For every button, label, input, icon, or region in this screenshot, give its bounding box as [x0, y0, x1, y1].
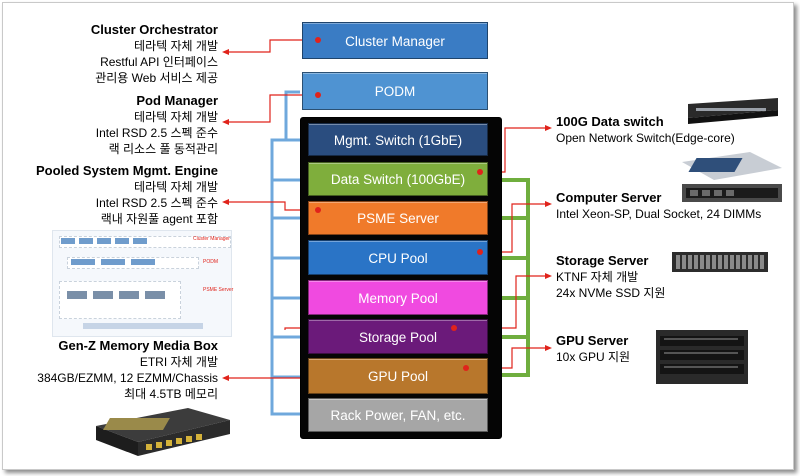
- note-psme: Pooled System Mgmt. Engine 테라텍 자체 개발 Int…: [36, 163, 218, 227]
- thumb-box: [119, 291, 139, 299]
- note-title: GPU Server: [556, 333, 629, 348]
- cluster-manager-block: Cluster Manager: [302, 22, 488, 59]
- diagram-frame: [2, 2, 794, 470]
- thumb-box: [79, 238, 93, 244]
- note-line: 24x NVMe SSD 지원: [556, 286, 666, 300]
- thumb-box: [131, 259, 155, 265]
- cluster-manager-label: Cluster Manager: [345, 34, 445, 49]
- gpu-pool-block: GPU Pool: [308, 358, 488, 394]
- thumb-box: [101, 259, 125, 265]
- note-title: Pod Manager: [136, 93, 218, 108]
- note-storage-server: Storage Server KTNF 자체 개발 24x NVMe SSD 지…: [556, 253, 665, 301]
- note-title: Computer Server: [556, 190, 662, 205]
- psme-server-block: PSME Server: [308, 201, 488, 235]
- note-line: 관리용 Web 서비스 제공: [95, 71, 218, 85]
- note-title: Cluster Orchestrator: [90, 22, 218, 37]
- thumb-label: Cluster Manager: [193, 236, 230, 242]
- mgmt-switch-label: Mgmt. Switch (1GbE): [333, 133, 463, 148]
- note-line: Open Network Switch(Edge-core): [556, 131, 735, 145]
- data-switch-block: Data Switch (100GbE): [308, 162, 488, 196]
- note-line: 테라텍 자체 개발: [134, 180, 218, 194]
- note-title: Pooled System Mgmt. Engine: [35, 163, 218, 178]
- pointer-dot-cpu: [477, 249, 483, 255]
- pointer-dot-data-switch: [477, 169, 483, 175]
- note-line: 테라텍 자체 개발: [134, 39, 218, 53]
- cpu-pool-block: CPU Pool: [308, 240, 488, 275]
- storage-pool-label: Storage Pool: [358, 330, 438, 345]
- note-line: 10x GPU 지원: [556, 350, 631, 364]
- architecture-thumbnail: Cluster Manager PODM PSME Server: [52, 230, 234, 337]
- thumb-box: [145, 291, 165, 299]
- note-100g-data-switch: 100G Data switch Open Network Switch(Edg…: [556, 114, 735, 146]
- psme-server-label: PSME Server: [357, 211, 439, 226]
- pointer-dot-podm: [315, 92, 321, 98]
- thumb-label: PSME Server: [203, 287, 234, 293]
- memory-pool-label: Memory Pool: [358, 291, 438, 306]
- storage-server-image: [672, 252, 768, 272]
- gpu-server-image: [656, 330, 748, 384]
- mgmt-links: [270, 90, 300, 416]
- storage-pool-block: Storage Pool: [308, 319, 488, 354]
- note-line: Restful API 인터페이스: [100, 55, 218, 69]
- note-title: Storage Server: [556, 253, 649, 268]
- memory-pool-block: Memory Pool: [308, 280, 488, 315]
- note-line: 최대 4.5TB 메모리: [124, 387, 218, 401]
- podm-label: PODM: [374, 84, 416, 99]
- note-title: Gen-Z Memory Media Box: [58, 338, 218, 353]
- note-line: KTNF 자체 개발: [556, 270, 639, 284]
- pointer-dot-psme: [315, 207, 321, 213]
- note-line: 384GB/EZMM, 12 EZMM/Chassis: [37, 371, 218, 385]
- mgmt-switch-block: Mgmt. Switch (1GbE): [308, 123, 488, 156]
- note-cluster-orchestrator: Cluster Orchestrator 테라텍 자체 개발 Restful A…: [91, 22, 218, 86]
- rack-power-label: Rack Power, FAN, etc.: [330, 408, 466, 423]
- pointer-dot-gpu: [463, 365, 469, 371]
- computer-server-image: [682, 152, 782, 202]
- note-pod-manager: Pod Manager 테라텍 자체 개발 Intel RSD 2.5 스펙 준…: [96, 93, 218, 157]
- thumb-box: [61, 238, 75, 244]
- note-line: Intel RSD 2.5 스펙 준수: [95, 196, 218, 210]
- thumb-box: [97, 238, 111, 244]
- thumb-box: [71, 259, 95, 265]
- note-line: Intel Xeon-SP, Dual Socket, 24 DIMMs: [556, 207, 762, 221]
- rack-power-block: Rack Power, FAN, etc.: [308, 398, 488, 432]
- thumb-box: [93, 291, 113, 299]
- thumb-box: [115, 238, 129, 244]
- thumb-box: [67, 291, 87, 299]
- memory-box-image: [96, 408, 230, 456]
- pointer-dot-cluster: [315, 37, 321, 43]
- note-line: Intel RSD 2.5 스펙 준수: [95, 126, 218, 140]
- thumb-box: [133, 238, 147, 244]
- note-genz: Gen-Z Memory Media Box ETRI 자체 개발 384GB/…: [37, 338, 218, 402]
- note-line: ETRI 자체 개발: [139, 355, 218, 369]
- thumb-label: PODM: [203, 259, 218, 265]
- gpu-pool-label: GPU Pool: [367, 369, 429, 384]
- note-line: 테라텍 자체 개발: [134, 110, 218, 124]
- note-line: 랙내 자원풀 agent 포함: [100, 212, 218, 226]
- thumb-row-bottom: [59, 281, 181, 319]
- data-switch-image: [688, 98, 778, 124]
- note-line: 랙 리소스 풀 동적관리: [108, 142, 218, 156]
- cpu-pool-label: CPU Pool: [368, 251, 428, 266]
- data-switch-label: Data Switch (100GbE): [330, 172, 466, 187]
- note-computer-server: Computer Server Intel Xeon-SP, Dual Sock…: [556, 190, 761, 222]
- pointer-arrows: [222, 49, 552, 381]
- note-title: 100G Data switch: [556, 114, 664, 129]
- podm-block: PODM: [302, 72, 488, 110]
- pointer-dot-memory: [451, 325, 457, 331]
- note-gpu-server: GPU Server 10x GPU 지원: [556, 333, 630, 365]
- thumb-bar: [83, 323, 203, 329]
